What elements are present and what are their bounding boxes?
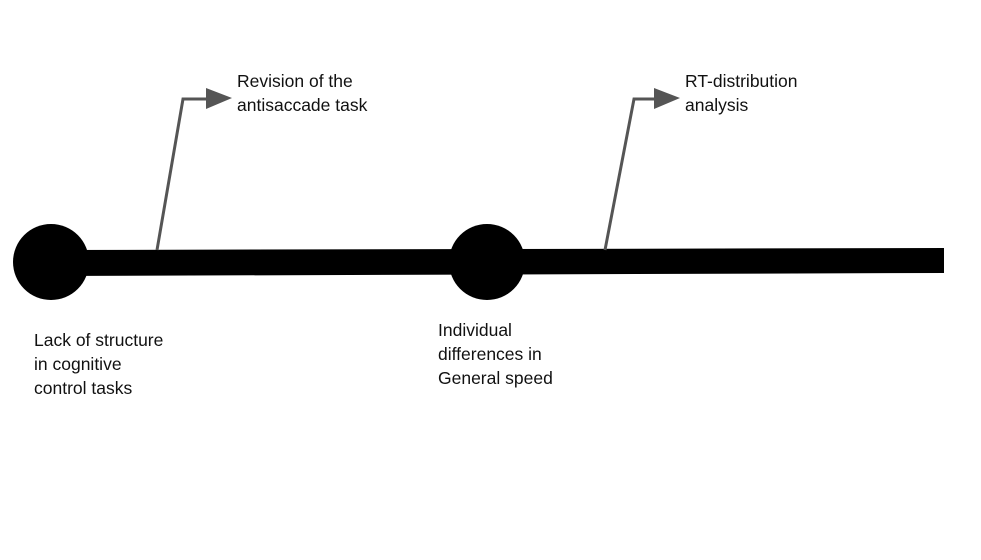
milestone-label-2: Individual differences in General speed: [438, 320, 553, 388]
branch-label-1: Revision of the antisaccade task: [237, 71, 368, 115]
milestone-dot-1: [13, 224, 89, 300]
branch-arrow-1: [155, 88, 232, 251]
branch-label-2: RT-distribution analysis: [685, 71, 798, 115]
milestone-label-1: Lack of structure in cognitive control t…: [34, 330, 164, 398]
milestone-dot-2: [449, 224, 525, 300]
branch-arrow-2: [603, 88, 680, 251]
